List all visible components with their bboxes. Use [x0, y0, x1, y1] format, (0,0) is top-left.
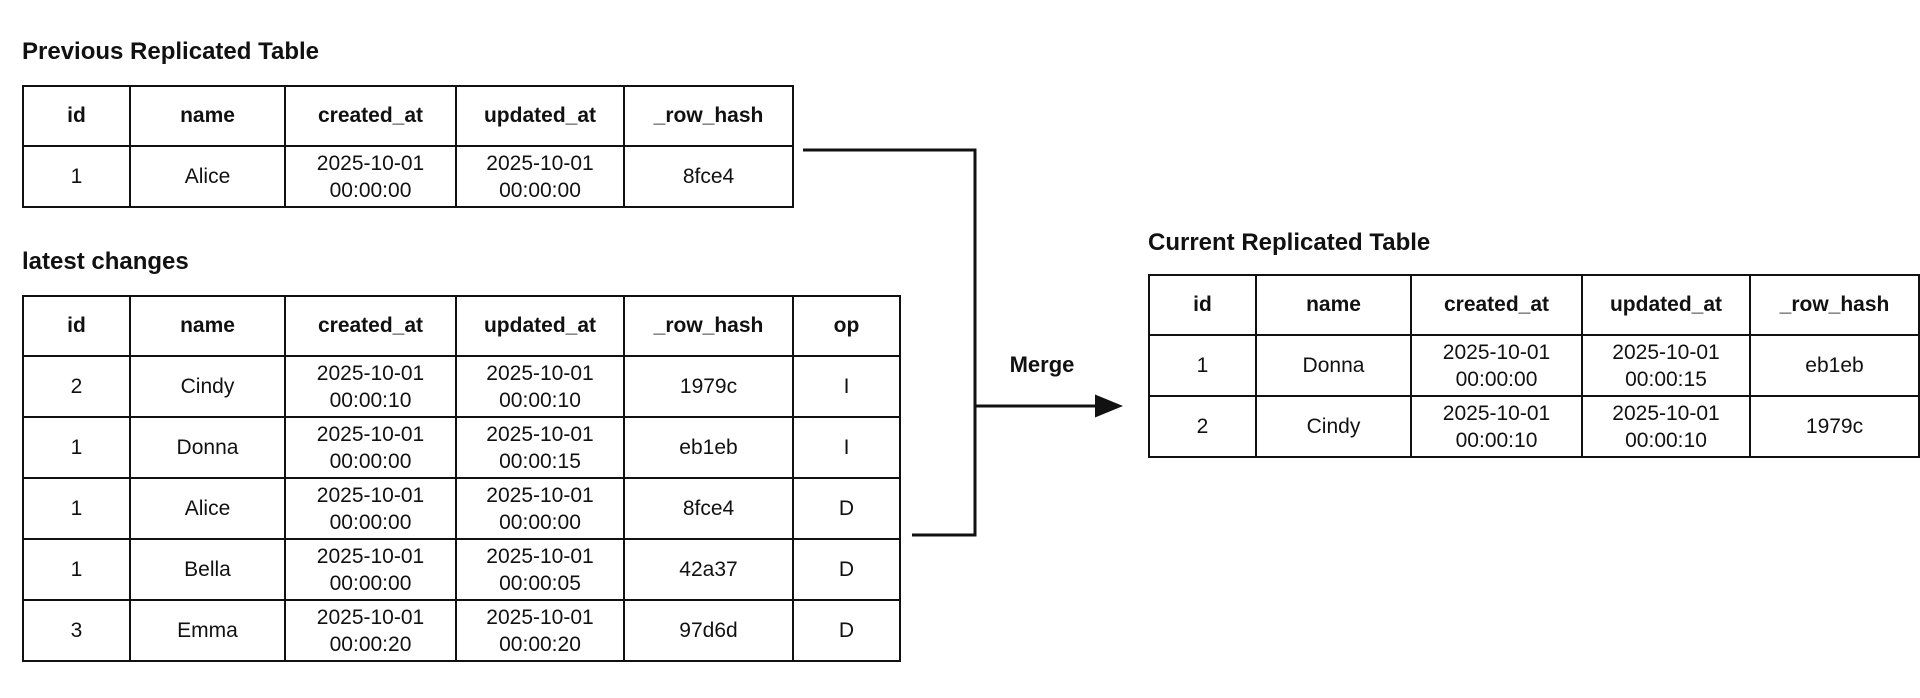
- column-header-id: id: [1148, 274, 1257, 336]
- table-cell: 2025-10-01 00:00:00: [284, 538, 457, 601]
- table-cell: 2025-10-01 00:00:20: [455, 599, 625, 662]
- previous-table-title: Previous Replicated Table: [22, 38, 319, 65]
- table-cell: 8fce4: [623, 477, 794, 540]
- table-cell: 2025-10-01 00:00:20: [284, 599, 457, 662]
- column-header-name: name: [129, 295, 286, 357]
- table-cell: 1: [22, 477, 131, 540]
- column-header-created-at: created_at: [284, 295, 457, 357]
- table-cell: D: [792, 477, 901, 540]
- table-cell: 1: [1148, 334, 1257, 397]
- column-header-name: name: [1255, 274, 1412, 336]
- table-cell: D: [792, 538, 901, 601]
- table-cell: Donna: [1255, 334, 1412, 397]
- table-cell: 2: [22, 355, 131, 418]
- column-header-updated-at: updated_at: [455, 85, 625, 147]
- merge-arrowhead-icon: [1095, 394, 1123, 418]
- table-cell: 2025-10-01 00:00:10: [284, 355, 457, 418]
- table-cell: 2025-10-01 00:00:00: [455, 477, 625, 540]
- table-cell: Cindy: [1255, 395, 1412, 458]
- table-cell: 97d6d: [623, 599, 794, 662]
- latest-changes-title: latest changes: [22, 248, 189, 275]
- column-header-row-hash: _row_hash: [623, 85, 794, 147]
- table-cell: 2025-10-01 00:00:00: [284, 477, 457, 540]
- table-cell: Alice: [129, 145, 286, 208]
- table-cell: 1: [22, 145, 131, 208]
- table-cell: 2025-10-01 00:00:05: [455, 538, 625, 601]
- table-cell: 3: [22, 599, 131, 662]
- table-cell: 2025-10-01 00:00:10: [455, 355, 625, 418]
- column-header-row-hash: _row_hash: [1749, 274, 1920, 336]
- column-header-id: id: [22, 85, 131, 147]
- table-cell: 2025-10-01 00:00:00: [284, 416, 457, 479]
- table-cell: I: [792, 416, 901, 479]
- table-cell: 1: [22, 416, 131, 479]
- table-cell: 1979c: [1749, 395, 1920, 458]
- table-cell: eb1eb: [1749, 334, 1920, 397]
- table-cell: Emma: [129, 599, 286, 662]
- table-cell: 2025-10-01 00:00:10: [1581, 395, 1751, 458]
- current-table-title: Current Replicated Table: [1148, 229, 1431, 256]
- table-cell: 2025-10-01 00:00:00: [284, 145, 457, 208]
- column-header-updated-at: updated_at: [455, 295, 625, 357]
- column-header-id: id: [22, 295, 131, 357]
- merge-label: Merge: [1009, 352, 1075, 377]
- table-cell: 1: [22, 538, 131, 601]
- table-cell: 2: [1148, 395, 1257, 458]
- column-header-name: name: [129, 85, 286, 147]
- table-cell: Donna: [129, 416, 286, 479]
- table-cell: Alice: [129, 477, 286, 540]
- table-cell: Bella: [129, 538, 286, 601]
- column-header-row-hash: _row_hash: [623, 295, 794, 357]
- column-header-created-at: created_at: [284, 85, 457, 147]
- table-cell: 2025-10-01 00:00:15: [1581, 334, 1751, 397]
- table-cell: I: [792, 355, 901, 418]
- table-cell: 2025-10-01 00:00:10: [1410, 395, 1583, 458]
- table-cell: 2025-10-01 00:00:15: [455, 416, 625, 479]
- column-header-created-at: created_at: [1410, 274, 1583, 336]
- table-cell: 42a37: [623, 538, 794, 601]
- table-cell: 2025-10-01 00:00:00: [1410, 334, 1583, 397]
- table-cell: D: [792, 599, 901, 662]
- column-header-updated-at: updated_at: [1581, 274, 1751, 336]
- table-cell: 2025-10-01 00:00:00: [455, 145, 625, 208]
- table-cell: Cindy: [129, 355, 286, 418]
- table-cell: 8fce4: [623, 145, 794, 208]
- table-cell: eb1eb: [623, 416, 794, 479]
- column-header-op: op: [792, 295, 901, 357]
- table-cell: 1979c: [623, 355, 794, 418]
